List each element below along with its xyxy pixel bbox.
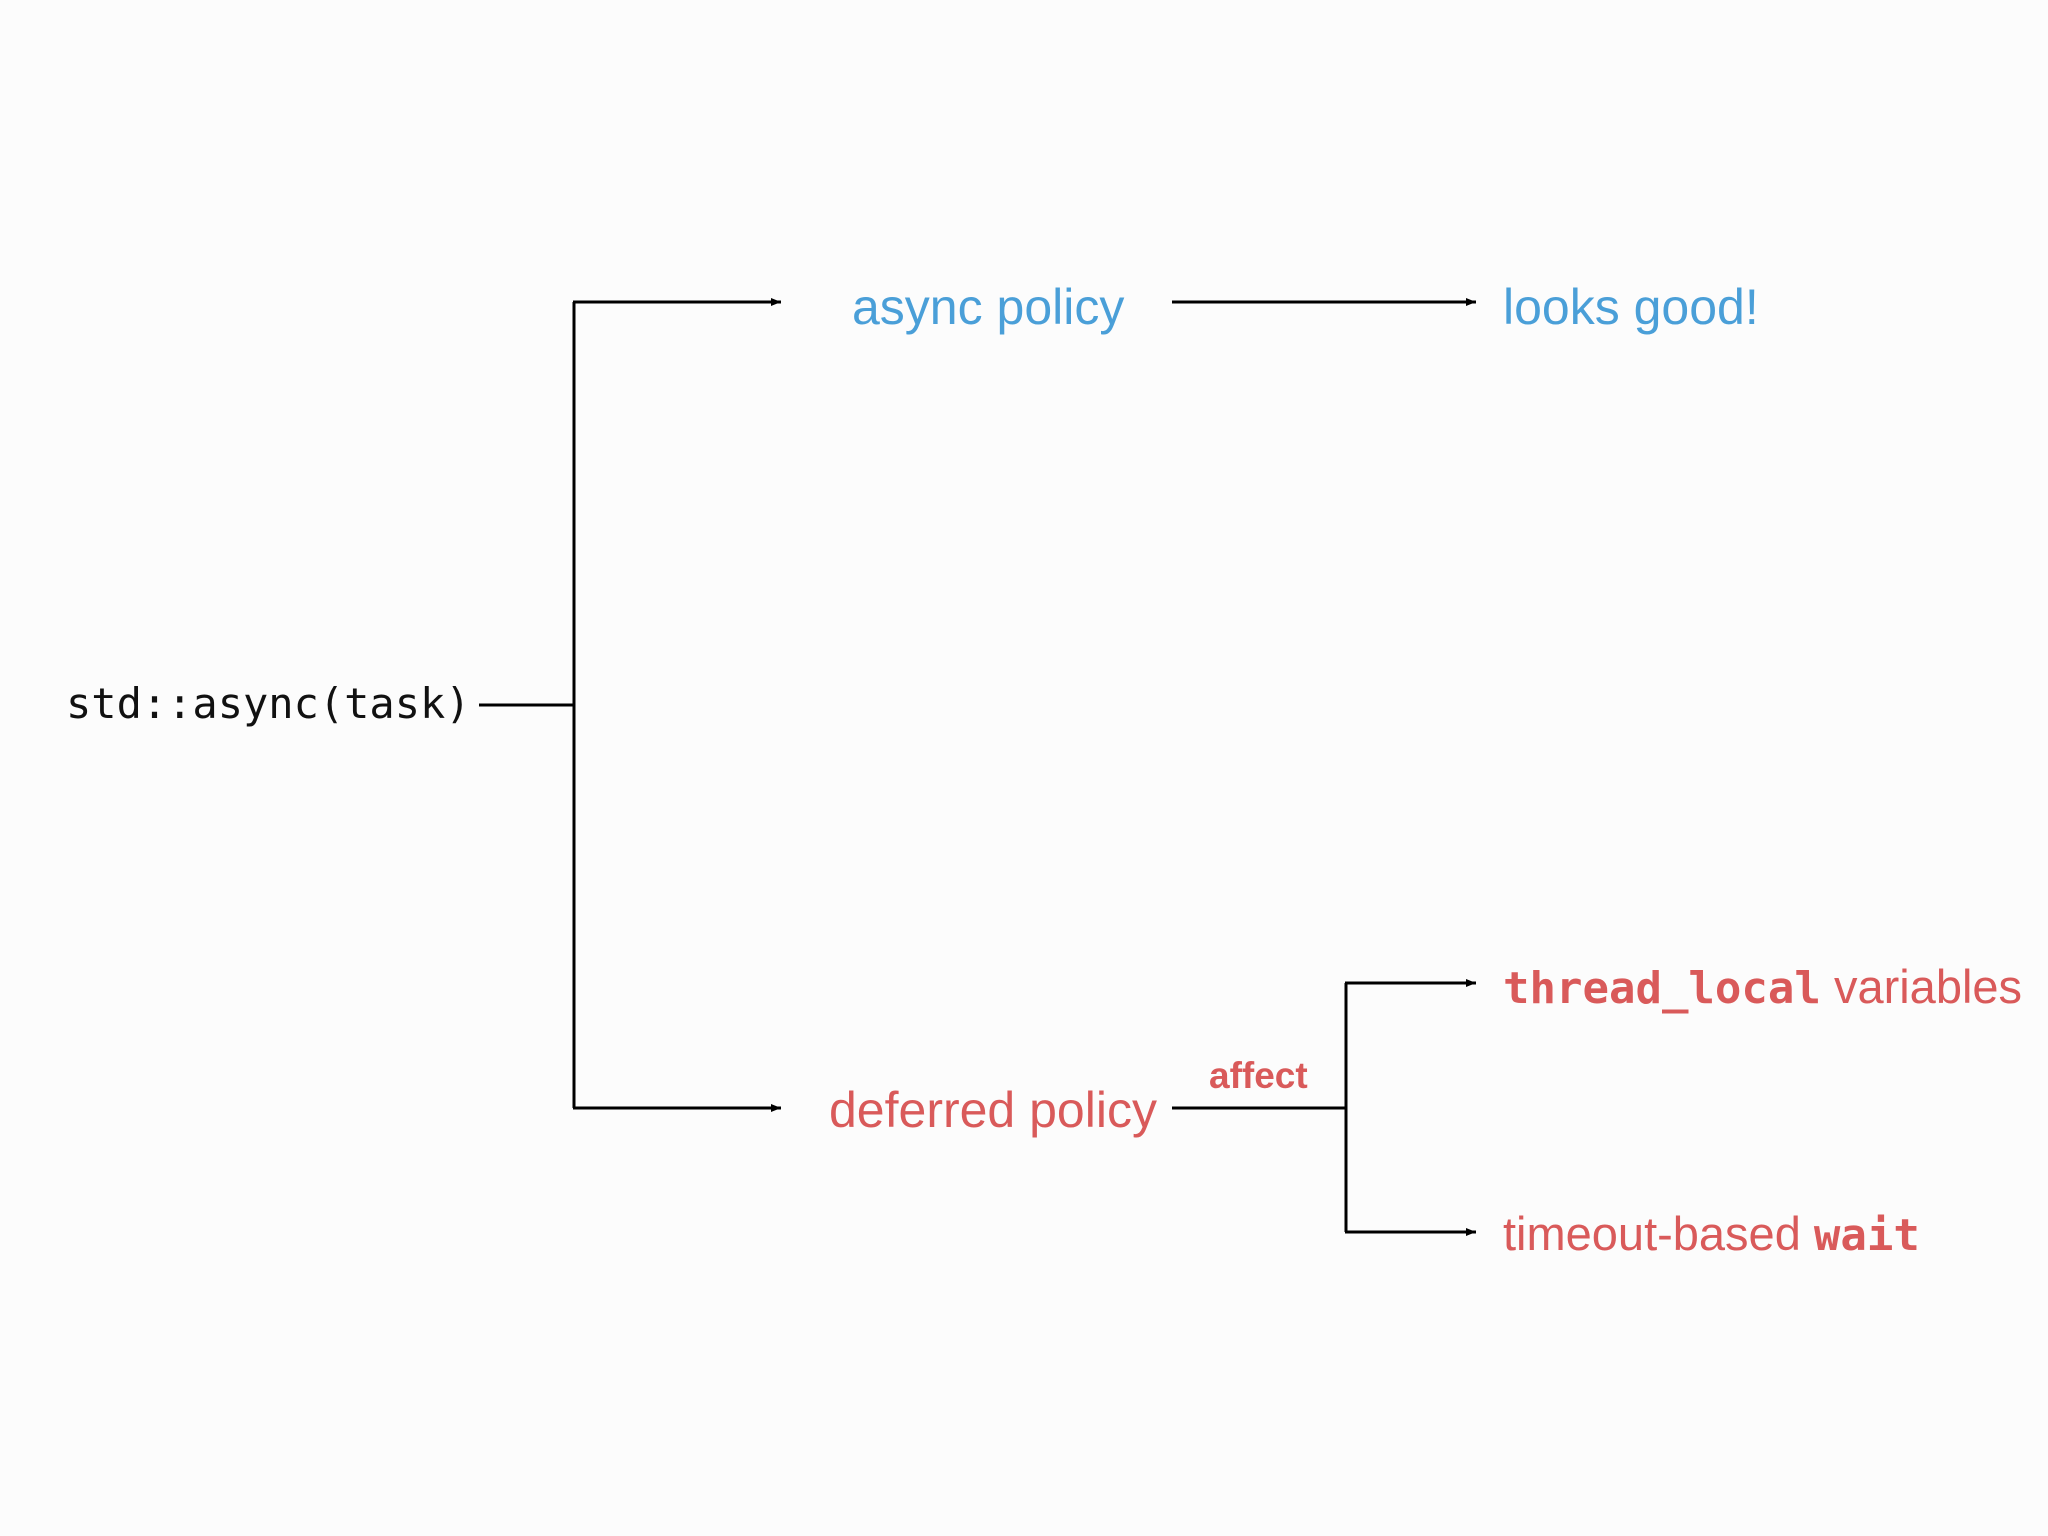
thread-local-text: variables <box>1820 960 2023 1013</box>
async-policy-node: async policy <box>852 279 1125 335</box>
looks-good-node: looks good! <box>1503 279 1759 335</box>
timeout-based-wait-node: timeout-based wait <box>1503 1210 1920 1259</box>
deferred-policy-node: deferred policy <box>829 1082 1157 1138</box>
thread-local-variables-node: thread_local variables <box>1503 963 2022 1011</box>
timeout-based-text: timeout-based <box>1503 1207 1814 1260</box>
affect-edge-label: affect <box>1209 1055 1308 1096</box>
wait-code: wait <box>1813 1210 1920 1261</box>
root-node-std-async: std::async(task) <box>66 679 471 728</box>
thread-local-code: thread_local <box>1503 963 1821 1014</box>
